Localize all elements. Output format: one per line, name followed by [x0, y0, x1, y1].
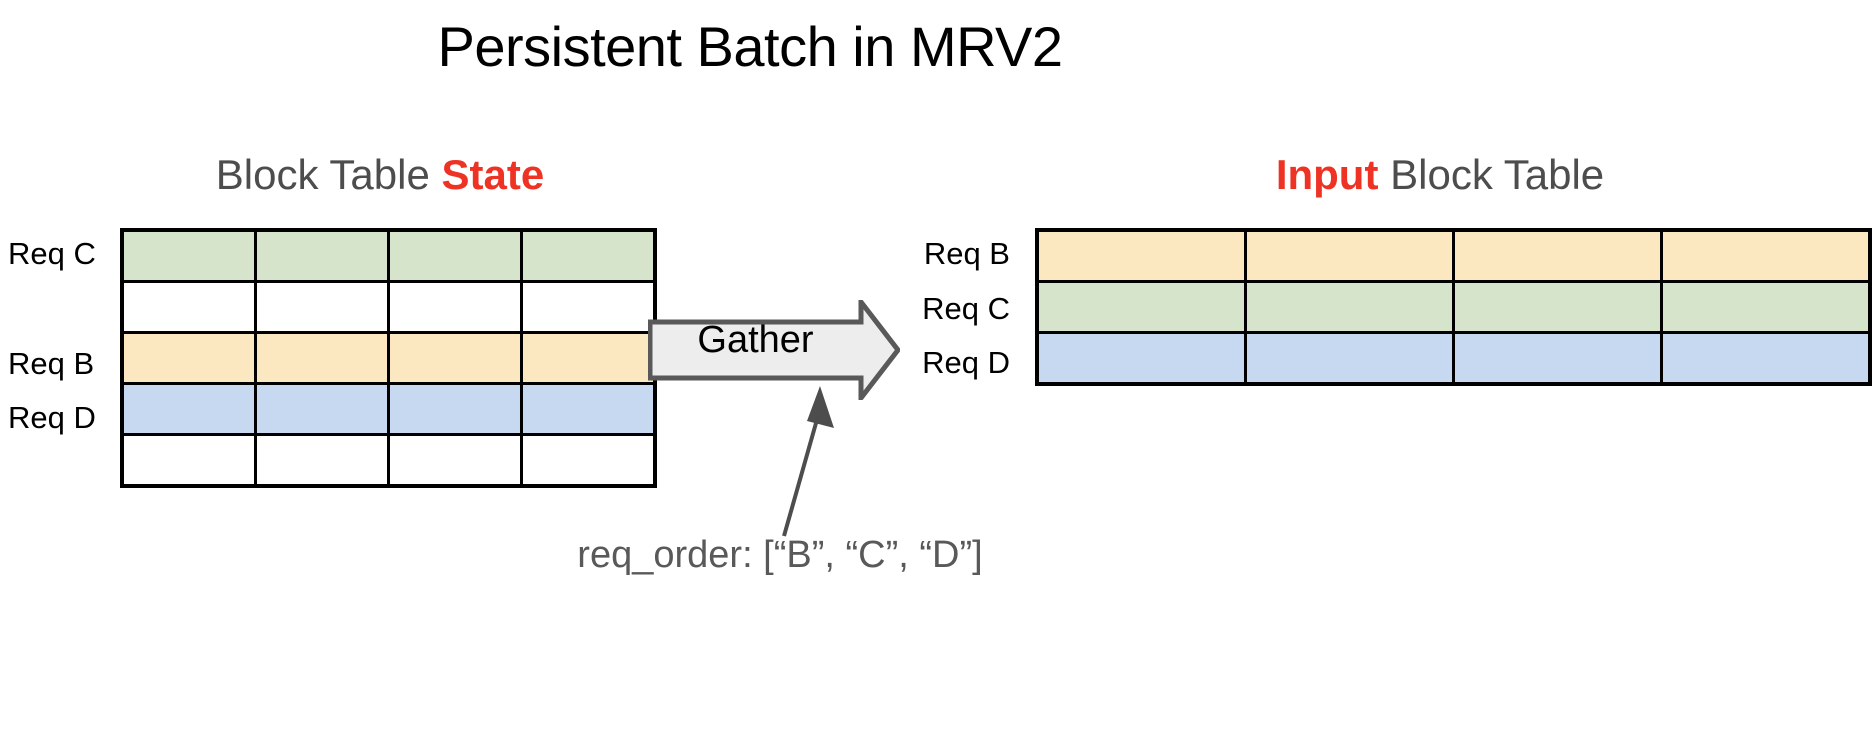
block-table-input-cell	[1452, 331, 1663, 386]
block-table-state-cell	[520, 331, 657, 385]
block-table-state-cell	[254, 228, 390, 283]
block-table-state-cell	[120, 228, 257, 283]
block-table-input-cell	[1035, 228, 1247, 283]
right-panel-header: Input Block Table	[1040, 151, 1840, 198]
block-table-state-cell	[120, 331, 257, 385]
left-panel-header: Block Table State	[130, 151, 630, 198]
block-table-state-cell	[387, 228, 523, 283]
block-table-input-cell	[1244, 280, 1455, 334]
block-table-state-cell	[520, 228, 657, 283]
block-table-state-row	[120, 280, 657, 334]
block-table-input-cell	[1035, 331, 1247, 386]
req-order-caption: req_order: [“B”, “C”, “D”]	[577, 534, 983, 576]
right-row-label-req-d: Req D	[922, 345, 1010, 380]
block-table-input-cell	[1660, 228, 1872, 283]
block-table-state-cell	[387, 382, 523, 436]
block-table-input-row	[1035, 280, 1872, 334]
block-table-state-cell	[520, 433, 657, 488]
page-title: Persistent Batch in MRV2	[437, 15, 1063, 78]
block-table-state-cell	[120, 382, 257, 436]
left-row-label-req-d: Req D	[8, 400, 96, 435]
block-table-input-cell	[1244, 228, 1455, 283]
block-table-input-cell	[1035, 280, 1247, 334]
block-table-input-cell	[1452, 228, 1663, 283]
right-panel-header-suffix: Block Table	[1378, 151, 1605, 198]
block-table-input-cell	[1244, 331, 1455, 386]
left-panel-header-accent: State	[441, 151, 545, 198]
left-panel-header-prefix: Block Table	[215, 151, 442, 198]
block-table-input	[1035, 228, 1872, 386]
right-row-label-req-c: Req C	[922, 291, 1010, 326]
block-table-state-cell	[254, 433, 390, 488]
block-table-state-cell	[520, 382, 657, 436]
left-row-label-req-c: Req C	[8, 236, 96, 271]
block-table-state-row	[120, 382, 657, 436]
block-table-input-row	[1035, 228, 1872, 283]
block-table-state-cell	[254, 280, 390, 334]
block-table-input-cell	[1660, 331, 1872, 386]
block-table-state-cell	[387, 331, 523, 385]
block-table-state-cell	[387, 280, 523, 334]
block-table-state	[120, 228, 657, 488]
right-row-label-req-b: Req B	[923, 236, 1010, 271]
block-table-input-cell	[1660, 280, 1872, 334]
block-table-state-cell	[120, 433, 257, 488]
block-table-input-cell	[1452, 280, 1663, 334]
callout-arrow-icon	[782, 386, 834, 537]
block-table-state-cell	[520, 280, 657, 334]
block-table-state-cell	[387, 433, 523, 488]
block-table-state-cell	[254, 382, 390, 436]
right-panel-header-accent: Input	[1275, 151, 1379, 198]
block-table-state-cell	[254, 331, 390, 385]
block-table-state-row	[120, 228, 657, 283]
block-table-input-row	[1035, 331, 1872, 386]
block-table-state-row	[120, 331, 657, 385]
gather-arrow-shape	[648, 300, 900, 400]
left-row-label-req-b: Req B	[8, 346, 95, 381]
block-table-state-row	[120, 433, 657, 488]
block-table-state-cell	[120, 280, 257, 334]
